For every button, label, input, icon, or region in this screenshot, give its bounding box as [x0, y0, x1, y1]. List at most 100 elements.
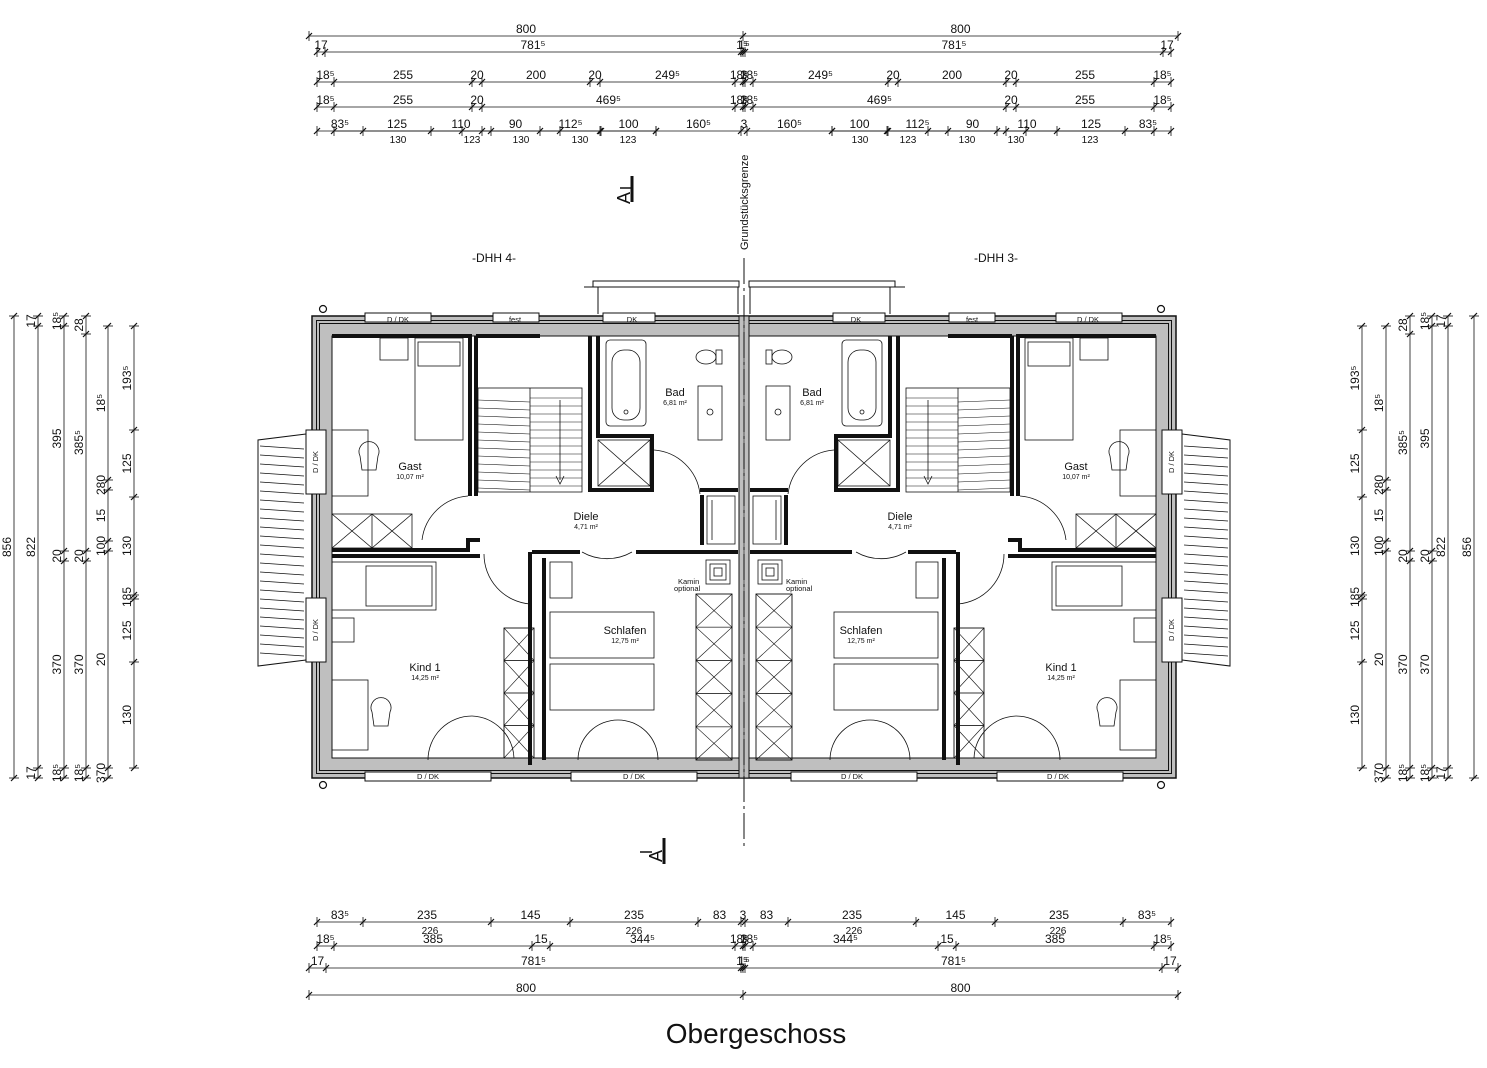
dim-label: 18⁵ — [1372, 394, 1386, 412]
dim-label: 17 — [1160, 38, 1174, 52]
dim-label: 83⁵ — [331, 908, 349, 922]
svg-text:optional: optional — [674, 584, 701, 593]
kamin-label-right: Kamin — [786, 577, 807, 586]
dim-label: 800 — [516, 981, 536, 995]
dim-label: 255 — [1075, 93, 1095, 107]
dim-label: 18⁵ — [740, 68, 758, 82]
dim-label: 370 — [94, 763, 108, 783]
dim-label: 856 — [0, 537, 14, 557]
dim-label: 395 — [1418, 428, 1432, 448]
dim-label: 280 — [94, 475, 108, 495]
dim-label: 18⁵ — [740, 93, 758, 107]
dim-label: 20 — [588, 68, 602, 82]
dim-label: 110 — [451, 117, 470, 131]
dim-label: 3 — [741, 117, 748, 131]
dim-label: 255 — [1075, 68, 1095, 82]
dim-label: 344⁵ — [630, 932, 655, 946]
dim-label: 185 — [1348, 587, 1362, 607]
dim-label: 781⁵ — [521, 38, 546, 52]
property-line-label: Grundstücksgrenze — [739, 155, 751, 250]
dim-label: 385 — [1045, 932, 1065, 946]
dim-label: 130 — [572, 135, 589, 146]
dim-label: 17 — [314, 38, 328, 52]
dim-label: 1⁵ — [736, 954, 748, 968]
dim-label: 130 — [1348, 536, 1362, 556]
right-house-walls — [750, 334, 1156, 765]
dim-label: 125 — [1348, 620, 1362, 640]
dim-label: 83⁵ — [1138, 908, 1156, 922]
dim-label: 17 — [1163, 954, 1177, 968]
window-label: DK — [851, 315, 861, 324]
labels: -DHH 4- -DHH 3- Grundstücksgrenze A A Ga… — [311, 155, 1176, 1049]
dim-label: 18⁵ — [94, 394, 108, 412]
furniture-left — [331, 337, 736, 761]
dim-label: 18⁵ — [1396, 764, 1410, 782]
dim-label: 130 — [120, 536, 134, 556]
dim-label: 20 — [50, 549, 64, 563]
room-schlafen-left: Schlafen — [604, 625, 647, 637]
dim-label: 226 — [1050, 926, 1067, 937]
dim-label: 18⁵ — [72, 764, 86, 782]
dim-label: 18⁵ — [316, 93, 334, 107]
dim-label: 123 — [900, 135, 917, 146]
dim-label: 781⁵ — [942, 38, 967, 52]
dim-label: 145 — [520, 908, 540, 922]
window-label: D / DK — [1167, 451, 1176, 473]
dim-label: 100 — [94, 536, 108, 556]
dim-label: 160⁵ — [686, 117, 711, 131]
dim-label: 18⁵ — [50, 764, 64, 782]
dim-label: 370 — [1418, 654, 1432, 674]
svg-text:4,71 m²: 4,71 m² — [574, 524, 598, 531]
dim-label: 469⁵ — [867, 93, 892, 107]
dim-label: 226 — [422, 926, 439, 937]
dim-label: 17 — [1434, 314, 1448, 328]
dim-label: 781⁵ — [521, 954, 546, 968]
bath-fixtures-left — [597, 339, 723, 495]
dim-label: 20 — [470, 93, 484, 107]
room-diele-left: Diele — [573, 511, 598, 523]
dim-label: 235 — [1049, 908, 1069, 922]
dim-label: 822 — [1434, 537, 1448, 557]
dim-chain-vertical: 856 — [1460, 312, 1479, 782]
dim-label: 20 — [1418, 549, 1432, 563]
room-bad-left: Bad — [665, 387, 685, 399]
dim-label: 370 — [72, 654, 86, 674]
dim-label: 200 — [526, 68, 546, 82]
dim-label: 100 — [849, 117, 869, 131]
drawing-title: Obergeschoss — [666, 1018, 847, 1049]
dim-label: 226 — [846, 926, 863, 937]
svg-text:10,07 m²: 10,07 m² — [396, 474, 424, 481]
dim-label: 130 — [513, 135, 530, 146]
dim-label: 249⁵ — [655, 68, 680, 82]
dim-label: 83⁵ — [331, 117, 349, 131]
room-diele-right: Diele — [887, 511, 912, 523]
dim-label: 20 — [470, 68, 484, 82]
dim-label: 235 — [842, 908, 862, 922]
left-house-walls — [332, 334, 738, 765]
window-label: D / DK — [1167, 619, 1176, 641]
stairs-left — [477, 387, 583, 493]
dim-label: 130 — [1348, 705, 1362, 725]
dim-label: 822 — [24, 537, 38, 557]
dim-label: 255 — [393, 68, 413, 82]
dim-label: 370 — [1372, 763, 1386, 783]
dim-label: 125 — [387, 117, 407, 131]
dim-label: 20 — [1004, 68, 1018, 82]
svg-text:14,25 m²: 14,25 m² — [1047, 675, 1075, 682]
section-marker-top: A — [614, 176, 634, 204]
dim-label: 90 — [966, 117, 980, 131]
dim-label: 1⁵ — [736, 38, 748, 52]
room-gast-left: Gast — [398, 461, 421, 473]
dim-label: 125 — [1348, 453, 1362, 473]
